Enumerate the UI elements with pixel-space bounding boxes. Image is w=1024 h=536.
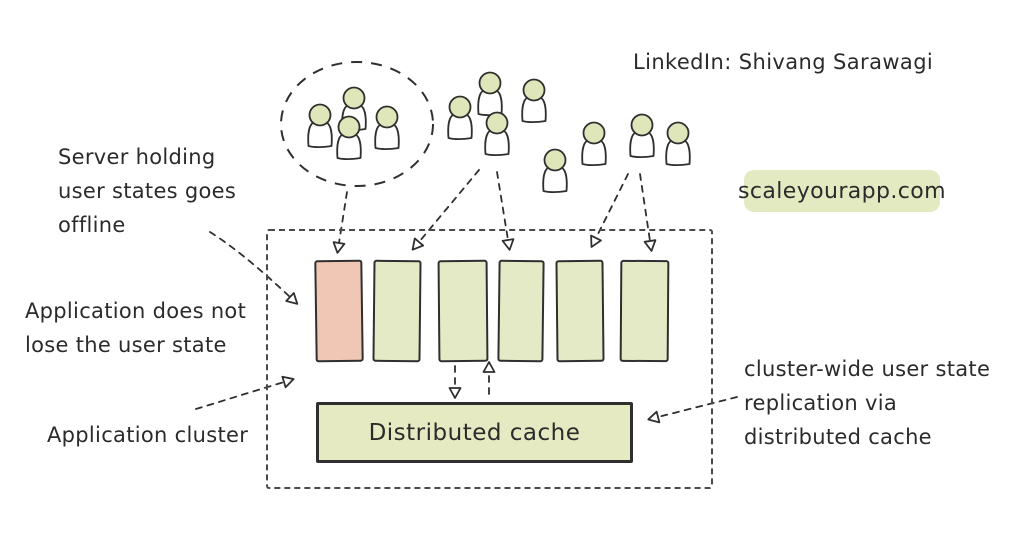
arrowhead-icon xyxy=(411,237,425,251)
user-icon xyxy=(629,113,655,159)
label-line: Server holding xyxy=(58,145,216,169)
label-line: distributed cache xyxy=(744,425,932,449)
distributed-cache-box: Distributed cache xyxy=(316,402,633,463)
user-icon xyxy=(665,121,691,167)
user-icon xyxy=(447,95,473,141)
user-icon xyxy=(307,103,333,149)
app-state-label: Application does not lose the user state xyxy=(25,294,246,362)
arrowhead-icon xyxy=(590,234,602,248)
label-line: user states goes xyxy=(58,179,237,203)
arrowhead-icon xyxy=(448,387,462,399)
arrowhead-icon xyxy=(647,410,661,424)
dashed-arrow xyxy=(482,361,496,395)
label-line: replication via xyxy=(744,391,898,415)
application-cluster-boundary xyxy=(266,229,713,489)
server-offline-label: Server holding user states goes offline xyxy=(58,140,236,242)
user-icon xyxy=(336,115,362,161)
label-line: Application does not xyxy=(25,299,247,323)
dashed-arrow xyxy=(209,231,299,305)
arrowhead-icon xyxy=(643,239,657,252)
arrowhead-icon xyxy=(285,292,299,305)
user-icon xyxy=(374,105,400,151)
replication-label: cluster-wide user state replication via … xyxy=(744,352,990,454)
label-line: lose the user state xyxy=(25,333,227,357)
users-layer xyxy=(307,71,691,194)
dashed-arrow xyxy=(639,173,657,252)
arrowhead-icon xyxy=(482,361,496,373)
user-icon xyxy=(521,78,547,124)
website-badge: scaleyourapp.com xyxy=(738,170,946,212)
dashed-arrow xyxy=(590,173,629,248)
arrowhead-icon xyxy=(332,241,346,254)
linkedin-attribution: LinkedIn: Shivang Sarawagi xyxy=(633,50,934,74)
label-line: cluster-wide user state xyxy=(744,357,991,381)
dashed-arrow xyxy=(496,171,515,251)
app-cluster-label: Application cluster xyxy=(47,423,249,447)
user-icon xyxy=(477,71,503,117)
arrowhead-icon xyxy=(281,375,295,389)
user-group-dashed-circle xyxy=(280,61,434,187)
dashed-arrow xyxy=(332,191,348,254)
arrows-layer xyxy=(195,169,738,424)
user-icon xyxy=(542,148,568,194)
user-icon xyxy=(581,121,607,167)
user-icon xyxy=(484,111,510,157)
website-badge-label: scaleyourapp.com xyxy=(738,178,946,204)
label-line: offline xyxy=(58,213,126,237)
dashed-arrow xyxy=(647,396,738,424)
dashed-arrow xyxy=(195,375,295,410)
dashed-arrow xyxy=(448,365,462,399)
arrowhead-icon xyxy=(501,238,515,251)
distributed-cache-label: Distributed cache xyxy=(368,419,581,446)
